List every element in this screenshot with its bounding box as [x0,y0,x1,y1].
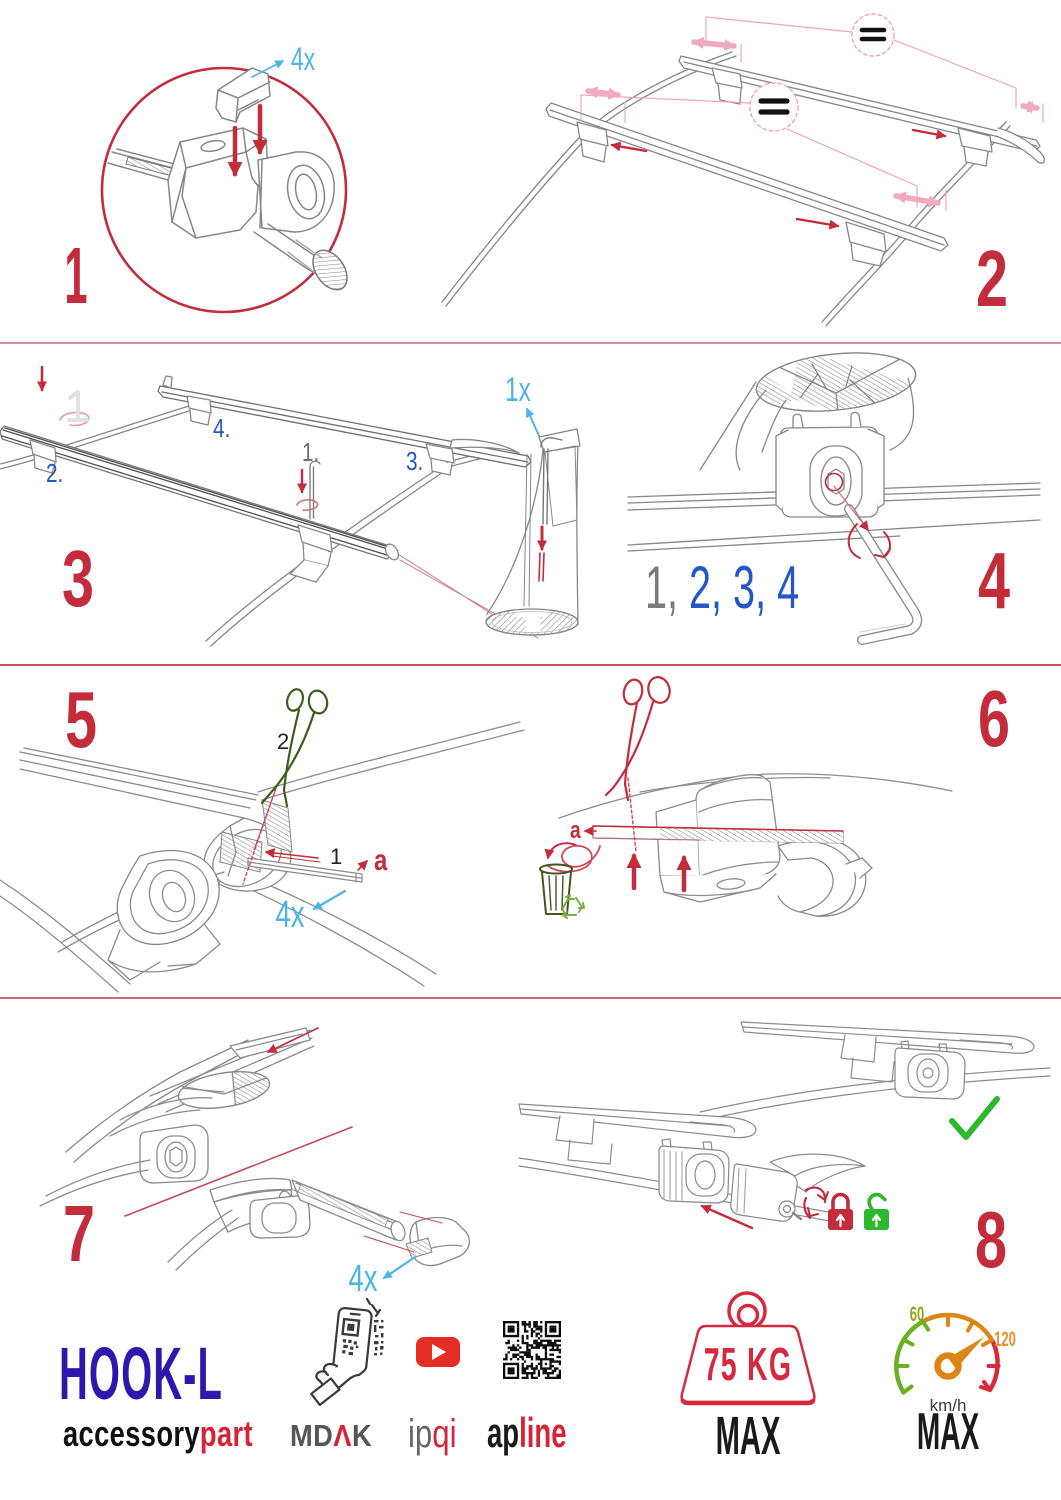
svg-text:km/h: km/h [930,1396,967,1415]
svg-text:MAX: MAX [917,1402,979,1460]
svg-text:accessorypart: accessorypart [63,1413,253,1454]
svg-text:1, 2, 3, 4: 1, 2, 3, 4 [645,554,799,621]
svg-text:6: 6 [978,674,1010,764]
svg-text:4x: 4x [276,894,305,936]
svg-text:a: a [570,816,581,844]
svg-text:1: 1 [64,230,87,320]
svg-text:MAX: MAX [716,1407,781,1467]
svg-text:2: 2 [976,234,1008,324]
svg-text:4x: 4x [349,1258,378,1300]
svg-text:1: 1 [330,844,342,869]
svg-text:MDΛK: MDΛK [290,1419,372,1453]
svg-text:1x: 1x [505,371,531,409]
svg-text:3: 3 [62,534,94,624]
svg-text:3.: 3. [406,447,423,476]
svg-text:2.: 2. [46,459,63,488]
svg-text:ipqi: ipqi [408,1411,457,1456]
svg-text:2: 2 [277,729,289,754]
svg-text:4.: 4. [213,414,230,443]
svg-text:75 KG: 75 KG [704,1339,793,1391]
svg-text:apline: apline [487,1409,566,1456]
svg-text:8: 8 [975,1195,1007,1285]
svg-text:4: 4 [978,536,1010,626]
svg-text:60: 60 [910,1302,924,1326]
svg-text:120: 120 [994,1327,1016,1351]
svg-text:HOOK-L: HOOK-L [59,1332,223,1415]
svg-text:7: 7 [63,1189,95,1279]
svg-text:1.: 1. [302,438,319,467]
svg-text:a: a [374,842,388,876]
svg-text:4x: 4x [291,41,315,77]
svg-text:5: 5 [65,675,97,765]
